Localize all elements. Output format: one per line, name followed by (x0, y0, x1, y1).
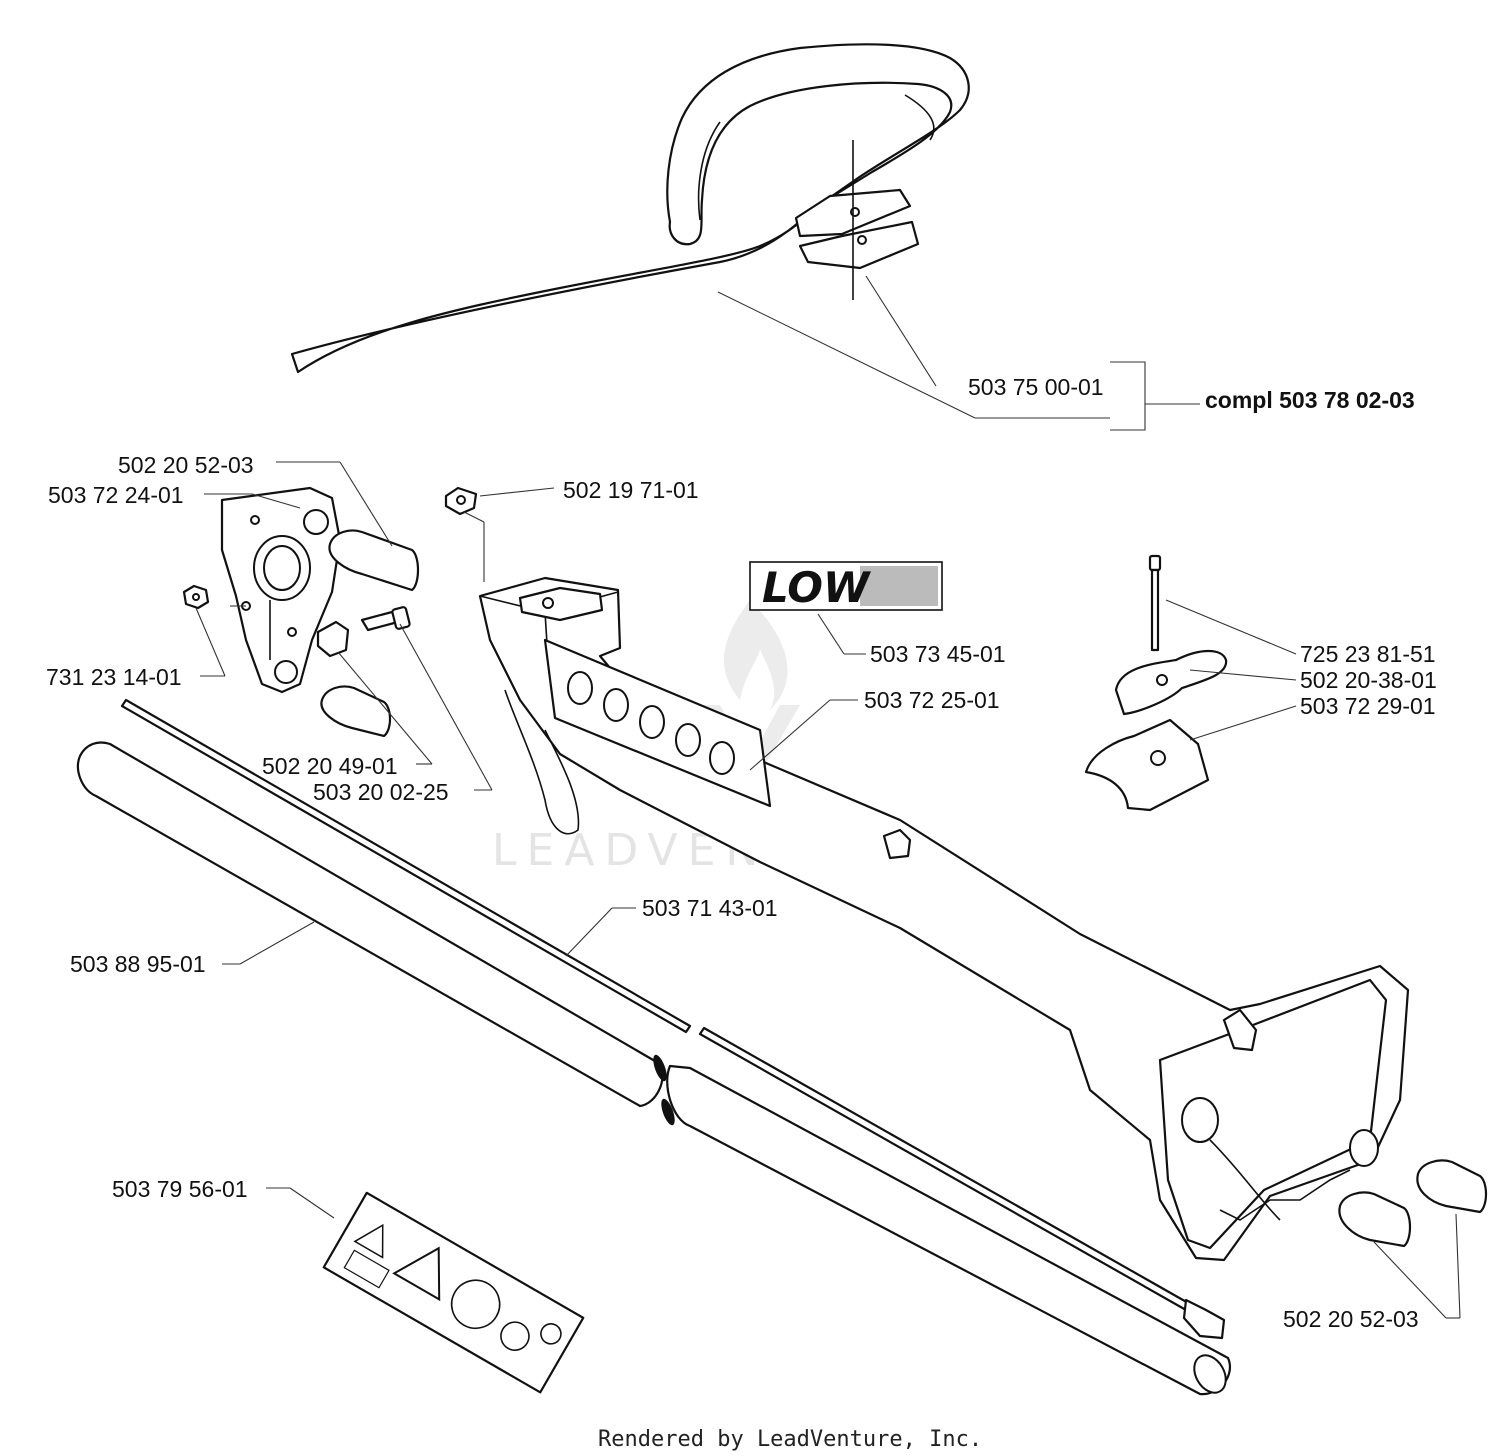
cap-right-2 (1338, 1191, 1412, 1248)
cap-right-1 (1416, 1159, 1488, 1214)
drive-shaft (120, 698, 1226, 1340)
label-drive-shaft: 503 71 43-01 (642, 895, 778, 921)
label-decal-low: 503 73 45-01 (870, 641, 1006, 667)
hex-nut (182, 584, 210, 610)
shaft-tube (76, 741, 1231, 1396)
wing-knob (1114, 649, 1228, 716)
footer-credit: Rendered by LeadVenture, Inc. (598, 1427, 982, 1452)
handle-loop (290, 43, 970, 374)
clip (316, 620, 350, 658)
housing-pin (882, 828, 912, 860)
label-housing: 503 72 25-01 (864, 687, 1000, 713)
label-clamp: 503 72 29-01 (1300, 693, 1436, 719)
screw (360, 606, 411, 632)
label-warning-decal: 503 79 56-01 (112, 1176, 248, 1202)
low-decal-text: LOW (762, 563, 872, 612)
cap-top (328, 529, 420, 592)
label-nut-hex: 731 23 14-01 (46, 664, 182, 690)
label-shaft-tube: 503 88 95-01 (70, 951, 206, 977)
leader-lines (195, 275, 1461, 1319)
bracket (220, 486, 342, 694)
label-nut-square: 502 19 71-01 (563, 477, 699, 503)
label-wing-knob: 502 20-38-01 (1300, 667, 1437, 693)
warning-decal (322, 1191, 585, 1394)
label-cap-bottom: 502 20 52-03 (1283, 1306, 1419, 1332)
clamp (1084, 718, 1210, 812)
label-handle: 503 75 00-01 (968, 374, 1104, 400)
label-bracket: 503 72 24-01 (48, 482, 184, 508)
label-clip: 502 20 49-01 (262, 753, 398, 779)
label-screw: 503 20 02-25 (313, 779, 449, 805)
cap-bottom-bracket (320, 685, 392, 738)
label-bolt: 725 23 81-51 (1300, 641, 1436, 667)
label-handle-complete: compl 503 78 02-03 (1205, 387, 1415, 413)
low-decal: LOW (749, 561, 943, 612)
label-cap-top: 502 20 52-03 (118, 452, 254, 478)
bolt (1148, 554, 1162, 652)
square-nut (444, 486, 478, 516)
housing-vents (543, 638, 772, 808)
part-labels: 503 75 00-01 compl 503 78 02-03 502 20 5… (46, 374, 1437, 1332)
